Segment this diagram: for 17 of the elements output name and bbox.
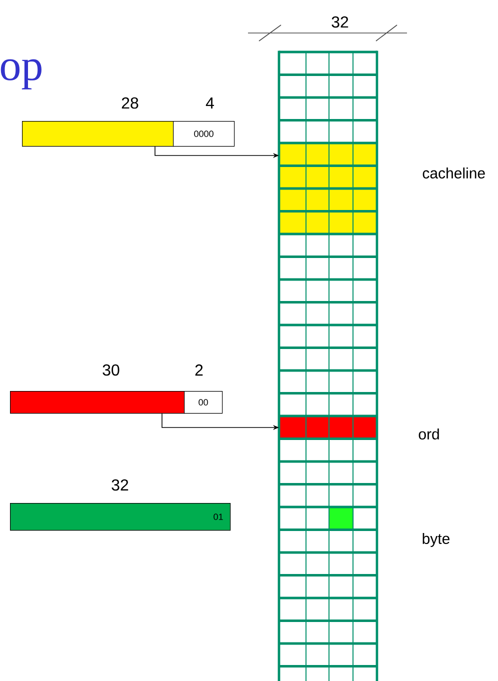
address-bar [22,121,174,147]
address-bar [10,391,185,414]
bit-width-label: 28 [122,97,138,109]
side-label: byte [422,533,450,547]
offset-box: 0000 [173,121,235,147]
offset-box: 00 [184,391,223,414]
address-bar: 01 [10,503,231,531]
title: op [0,59,42,90]
side-label: ord [418,428,439,440]
bit-width-label: 30 [102,364,120,376]
byte-cell [329,507,354,530]
bit-width-label: 4 [206,98,214,108]
bit-width-label: 2 [195,364,203,376]
bit-width-label: 32 [112,479,128,491]
word-row [279,416,378,439]
side-label: cacheline [422,168,485,178]
bit-width-label: 32 [332,16,348,28]
